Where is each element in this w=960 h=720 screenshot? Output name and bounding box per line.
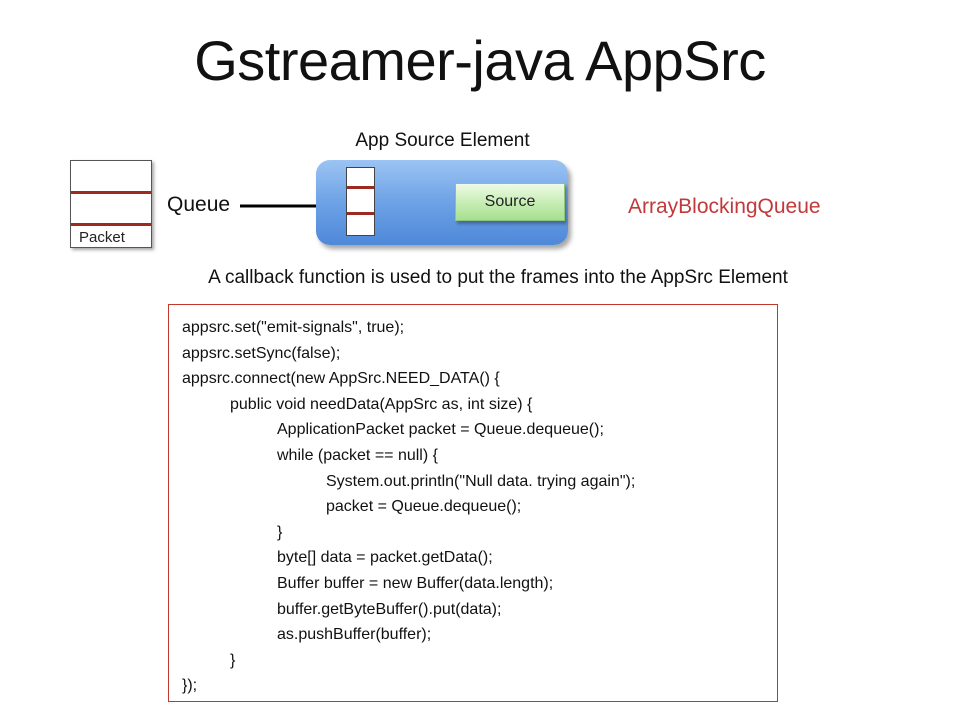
code-line: while (packet == null) { xyxy=(277,446,438,464)
code-line: buffer.getByteBuffer().put(data); xyxy=(277,600,502,618)
packet-stack: Packet xyxy=(70,160,152,248)
code-line: appsrc.set("emit-signals", true); xyxy=(182,319,405,336)
queue-label: Queue xyxy=(167,193,231,216)
code-line: appsrc.connect(new AppSrc.NEED_DATA() { xyxy=(182,370,500,388)
code-block: appsrc.set("emit-signals", true); appsrc… xyxy=(168,304,778,702)
code-line: public void needData(AppSrc as, int size… xyxy=(230,395,533,413)
packet-divider xyxy=(71,223,151,226)
source-element: Source xyxy=(455,183,565,221)
code-line: byte[] data = packet.getData(); xyxy=(277,549,493,567)
inner-queue-divider xyxy=(347,212,374,215)
code-line: System.out.println("Null data. trying ag… xyxy=(326,472,636,490)
code-line: }); xyxy=(182,677,198,695)
code-line: Buffer buffer = new Buffer(data.length); xyxy=(277,574,554,592)
code-line: packet = Queue.dequeue(); xyxy=(326,498,522,516)
slide-title: Gstreamer-java AppSrc xyxy=(194,29,766,92)
code-line: ApplicationPacket packet = Queue.dequeue… xyxy=(277,421,604,439)
packet-label: Packet xyxy=(79,229,125,246)
packet-divider xyxy=(71,191,151,194)
code-line: } xyxy=(230,651,236,669)
callback-description: A callback function is used to put the f… xyxy=(208,267,788,288)
app-source-element-label: App Source Element xyxy=(355,130,530,151)
inner-queue-divider xyxy=(347,186,374,189)
code-line: as.pushBuffer(buffer); xyxy=(277,626,432,644)
code-line: appsrc.setSync(false); xyxy=(182,344,341,362)
inner-queue xyxy=(346,167,375,236)
array-blocking-queue-label: ArrayBlockingQueue xyxy=(628,195,821,218)
code-line: } xyxy=(277,523,283,541)
